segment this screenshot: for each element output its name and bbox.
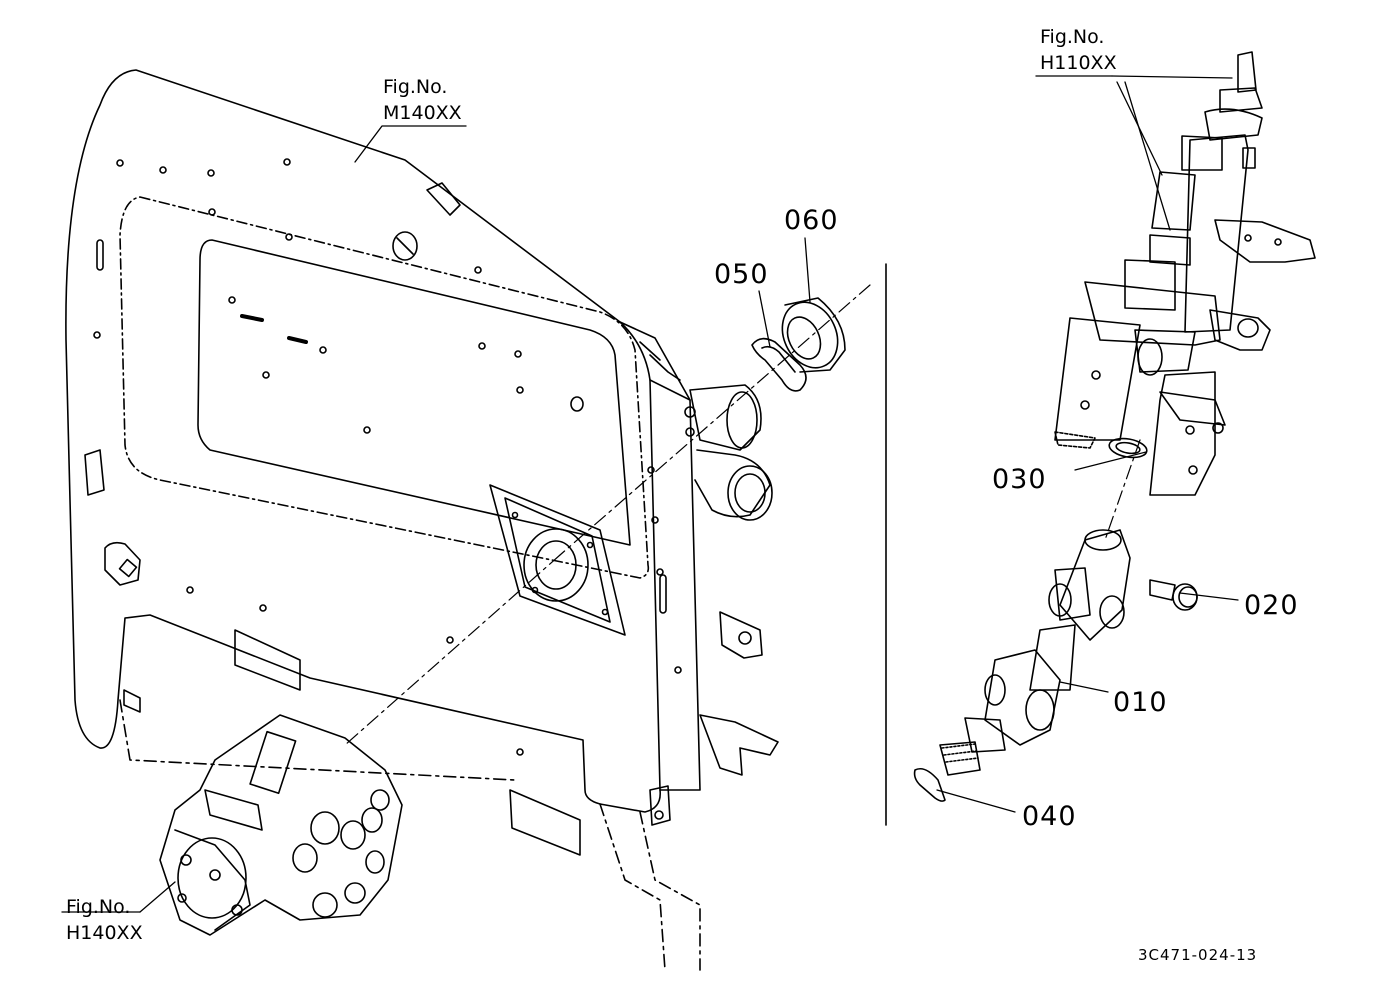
part-label-010: 010 (1113, 687, 1168, 718)
fig-ref-h110-line2: H110XX (1040, 52, 1117, 74)
seal-050 (751, 337, 807, 392)
drawing-code: 3C471-024-13 (1138, 946, 1258, 964)
fig-ref-m140-line2: M140XX (383, 102, 462, 124)
fig-ref-h140-line2: H140XX (66, 922, 143, 944)
center-lines (344, 284, 1141, 746)
front-panel (65, 69, 779, 971)
universal-joint-010 (939, 529, 1131, 776)
steering-column (1054, 51, 1316, 496)
bearing-060 (781, 297, 846, 373)
fig-ref-h110-line1: Fig.No. (1040, 26, 1105, 48)
steering-unit (159, 714, 403, 936)
fig-ref-h140: Fig.No. H140XX (66, 894, 143, 946)
part-label-030: 030 (992, 464, 1047, 495)
leader-lines (61, 75, 1239, 913)
fig-ref-h140-line1: Fig.No. (66, 896, 131, 918)
bolt-020 (1149, 579, 1198, 611)
part-label-060: 060 (784, 205, 839, 236)
part-label-020: 020 (1244, 590, 1299, 621)
clip-040 (913, 767, 946, 802)
part-label-050: 050 (714, 259, 769, 290)
fig-ref-m140: Fig.No. M140XX (383, 74, 462, 126)
fig-ref-h110: Fig.No. H110XX (1040, 24, 1117, 76)
ring-030 (1108, 437, 1148, 459)
part-label-040: 040 (1022, 801, 1077, 832)
fig-ref-m140-line1: Fig.No. (383, 76, 448, 98)
